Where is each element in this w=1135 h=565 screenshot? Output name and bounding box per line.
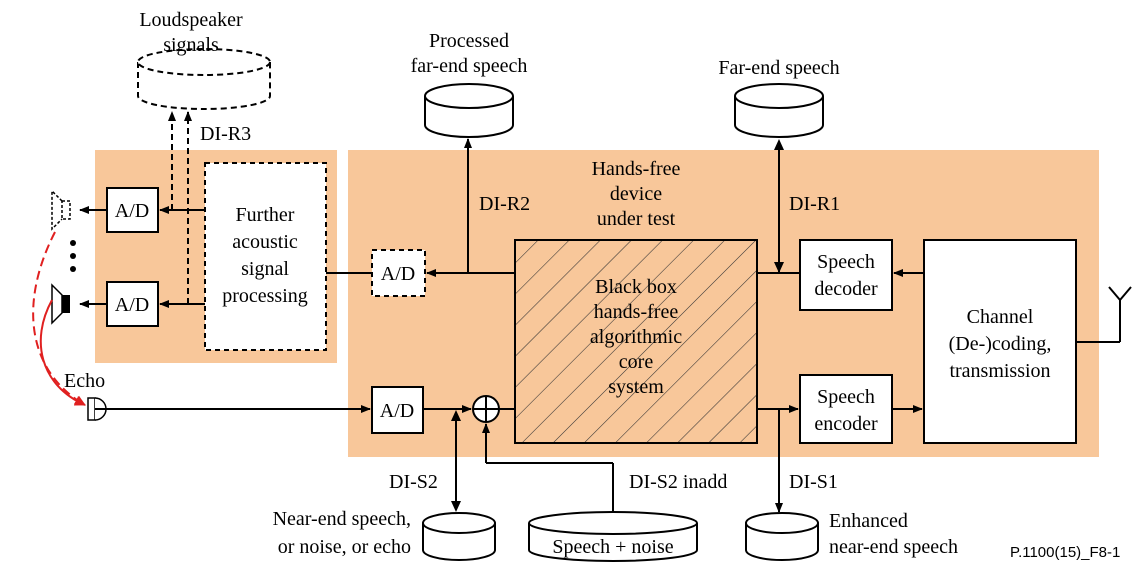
loudspeaker-icon [51,189,71,231]
speechnoise-db-label: Speech + noise [552,536,673,558]
farend-db-label: Far-end speech [718,57,839,79]
summation-node [472,395,500,423]
di-r2-label: DI-R2 [479,193,530,215]
further-label-3: signal [241,258,289,280]
further-label-4: processing [222,285,308,307]
nearend-db-label-2: or noise, or echo [278,536,411,558]
di-r1-label: DI-R1 [789,193,840,215]
ad-top-left-label: A/D [115,200,149,222]
dut-title-2: device [610,183,662,205]
processed-far-end-db [424,83,514,138]
echo-path-solid [39,299,86,406]
speech-noise-db [528,511,698,562]
ad-bottom-left-label: A/D [115,294,149,316]
dut-title-3: under test [597,208,676,230]
ellipsis-icon [70,240,76,272]
further-label-2: acoustic [232,231,298,253]
core-label-2: hands-free [594,301,679,323]
decoder-label-1: Speech [817,251,875,273]
loudspeaker-icon [51,283,70,325]
echo-path-dashed [32,231,86,406]
core-label-1: Black box [595,276,677,298]
nearend-db-label-1: Near-end speech, [273,508,411,530]
near-end-speech-db [422,512,496,561]
core-label-4: core [619,351,654,373]
channel-label-2: (De-)coding, [949,333,1052,355]
ad-bottom-left [106,281,159,327]
loudspeaker-db-label-1: Loudspeaker [139,9,243,31]
loudspeaker-db-label-2: signals [163,34,219,56]
processed-db-label-1: Processed [429,30,509,52]
di-s2-label: DI-S2 [389,471,438,493]
di-r3-label: DI-R3 [200,123,251,145]
di-s2-inadd-label: DI-S2 inadd [629,471,727,493]
encoder-label-1: Speech [817,386,875,408]
ad-mic-label: A/D [380,400,414,422]
ad-dashed-label: A/D [381,263,415,285]
enhanced-db-label-2: near-end speech [829,536,958,558]
channel-label-3: transmission [949,360,1050,382]
echo-label: Echo [64,370,105,392]
channel-label-1: Channel [967,306,1034,328]
encoder-label-2: encoder [814,413,878,435]
processed-db-label-2: far-end speech [411,55,528,77]
core-label-5: system [608,376,664,398]
far-end-speech-db [734,83,824,138]
loudspeaker-signals-db [137,48,271,110]
ad-top-left [106,187,159,233]
enhanced-near-end-db [745,512,819,561]
microphone-icon [87,397,116,421]
decoder-label-2: decoder [814,278,878,300]
dut-title-1: Hands-free [592,158,681,180]
further-label-1: Further [236,204,295,226]
core-label-3: algorithmic [590,326,682,348]
enhanced-db-label-1: Enhanced [829,510,908,532]
di-s1-label: DI-S1 [789,471,838,493]
core-system-box [514,239,758,444]
speech-decoder-box [799,239,893,311]
figure-id: P.1100(15)_F8-1 [1010,544,1120,561]
antenna-icon [1076,286,1132,343]
further-processing-box [204,162,327,351]
